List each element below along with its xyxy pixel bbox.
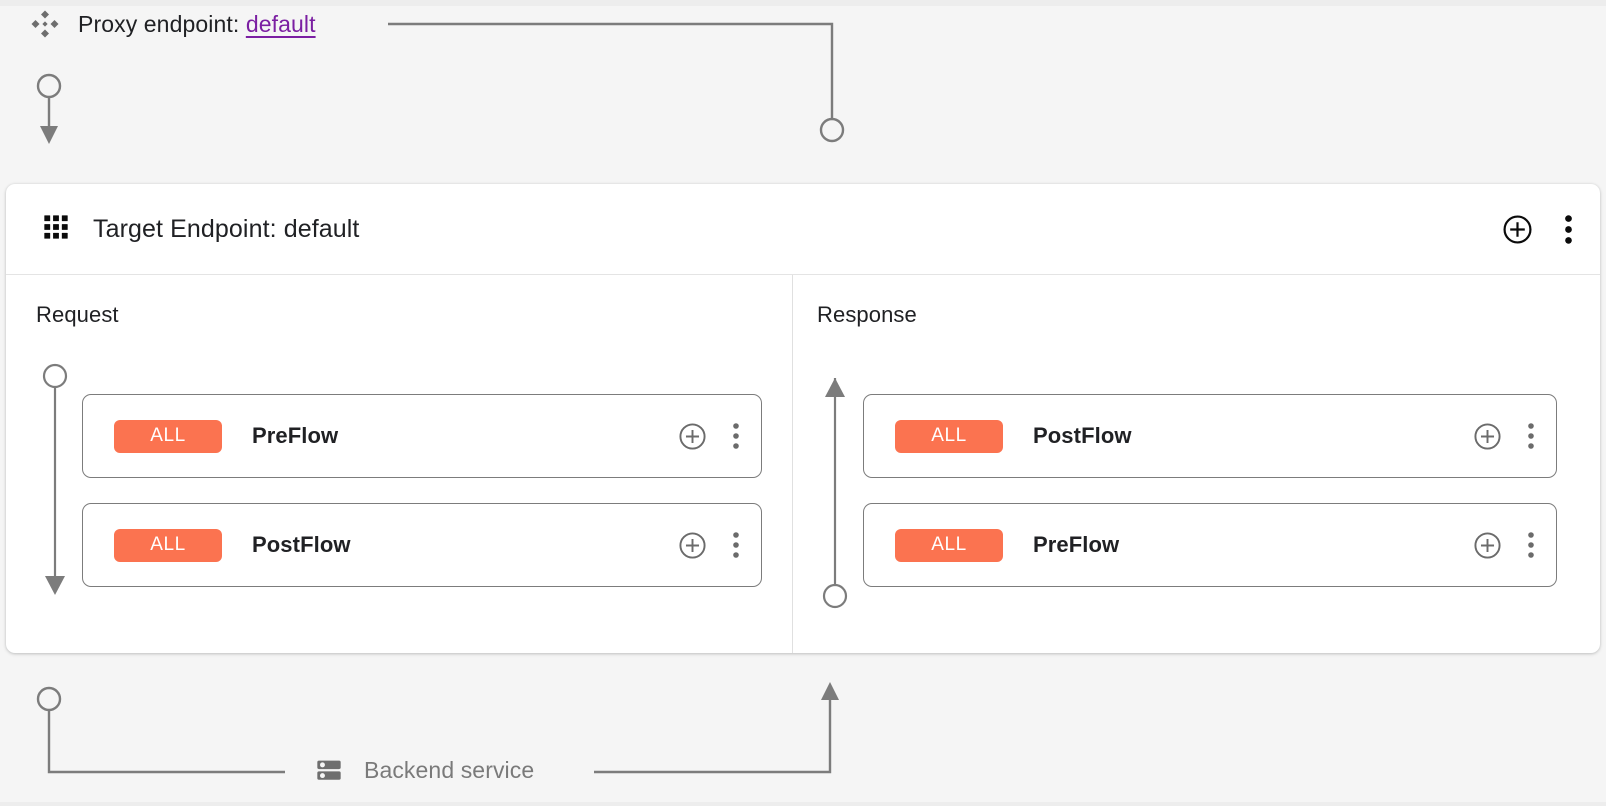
request-rail-node <box>42 363 68 389</box>
add-circle-icon[interactable] <box>678 531 707 560</box>
add-circle-icon[interactable] <box>1473 531 1502 560</box>
response-flow-rail <box>822 378 848 609</box>
flow-card-request-preflow[interactable]: ALL PreFlow <box>82 394 762 478</box>
flow-badge: ALL <box>114 528 222 562</box>
flow-badge: ALL <box>895 419 1003 453</box>
response-column-title: Response <box>817 302 917 327</box>
more-vert-icon[interactable] <box>733 532 739 558</box>
add-circle-icon[interactable] <box>1473 422 1502 451</box>
top-edge-strip <box>0 0 1606 6</box>
target-endpoint-title: Target Endpoint: default <box>93 214 360 243</box>
more-vert-icon[interactable] <box>1528 532 1534 558</box>
request-flow-rail <box>42 363 68 595</box>
flow-name: PostFlow <box>252 532 351 557</box>
add-circle-icon[interactable] <box>678 422 707 451</box>
apigee-diamond-icon <box>30 9 60 39</box>
bottom-edge-strip <box>0 802 1606 806</box>
flow-badge: ALL <box>114 419 222 453</box>
flow-card-actions <box>1473 422 1534 451</box>
more-vert-icon[interactable] <box>1565 214 1572 244</box>
connector-proxy-to-target <box>388 22 834 120</box>
connector-from-backend <box>594 700 832 774</box>
more-vert-icon[interactable] <box>1528 423 1534 449</box>
more-vert-icon[interactable] <box>733 423 739 449</box>
backend-service-label[interactable]: Backend service <box>315 748 534 792</box>
flow-card-response-preflow[interactable]: ALL PreFlow <box>863 503 1557 587</box>
proxy-endpoint-link[interactable]: default <box>245 10 316 37</box>
flow-card-actions <box>678 422 739 451</box>
connector-node-target-in <box>819 117 845 143</box>
arrowhead-backend-up <box>821 682 839 700</box>
flow-card-request-postflow[interactable]: ALL PostFlow <box>82 503 762 587</box>
flow-card-response-postflow[interactable]: ALL PostFlow <box>863 394 1557 478</box>
add-circle-icon[interactable] <box>1502 214 1533 245</box>
flow-name: PreFlow <box>252 423 339 448</box>
connector-to-backend <box>47 710 285 774</box>
proxy-endpoint-header: Proxy endpoint: default <box>30 5 316 43</box>
request-column-title: Request <box>36 302 119 327</box>
target-endpoint-panel: Target Endpoint: default <box>6 184 1600 653</box>
arrowhead-request-down <box>45 576 65 595</box>
response-flow-list: ALL PostFlow <box>863 394 1557 612</box>
server-icon <box>315 756 343 784</box>
flow-card-actions <box>1473 531 1534 560</box>
flow-card-actions <box>678 531 739 560</box>
arrowhead-proxy-down <box>40 126 58 144</box>
proxy-endpoint-title: Proxy endpoint: default <box>78 11 316 38</box>
target-endpoint-body: Request ALL PreFlow <box>6 275 1600 653</box>
target-endpoint-header: Target Endpoint: default <box>6 184 1600 275</box>
flow-name: PreFlow <box>1033 532 1120 557</box>
backend-service-text: Backend service <box>364 756 535 783</box>
arrowhead-response-up <box>825 378 845 397</box>
response-rail-node <box>822 583 848 609</box>
proxy-endpoint-label: Proxy endpoint: <box>78 10 240 37</box>
connector-node-target-request-out <box>36 686 62 712</box>
target-endpoint-actions <box>1502 214 1572 245</box>
connector-node-proxy-out <box>36 73 62 99</box>
flow-badge: ALL <box>895 528 1003 562</box>
request-column: Request ALL PreFlow <box>6 275 792 653</box>
response-column: Response ALL PostFlow <box>792 275 1600 653</box>
apps-grid-icon <box>42 213 70 246</box>
flow-name: PostFlow <box>1033 423 1132 448</box>
request-flow-list: ALL PreFlow <box>82 394 762 612</box>
